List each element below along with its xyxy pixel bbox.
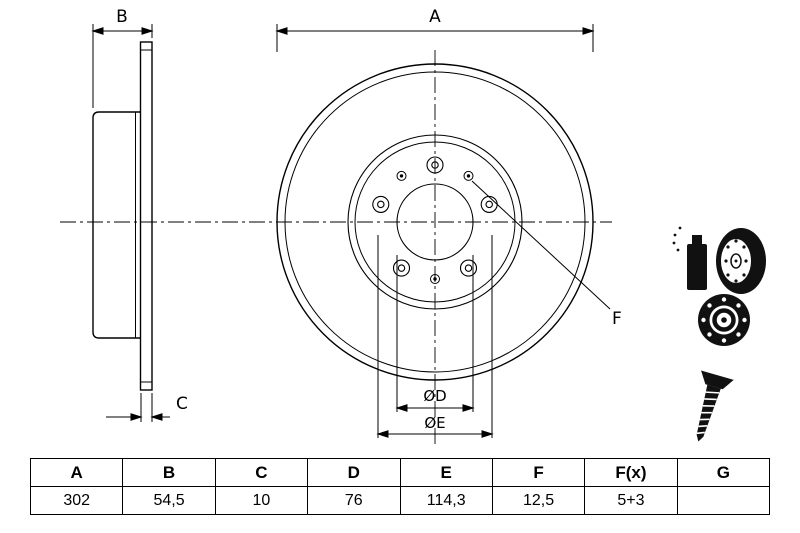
col-fx-header: F(x) bbox=[584, 458, 678, 487]
col-g-header: G bbox=[676, 458, 771, 487]
label-diameter-d: ØD bbox=[423, 387, 446, 405]
col-a-header: A bbox=[29, 458, 124, 487]
col-a-value: 302 bbox=[29, 486, 124, 515]
table-header-row: A B C D E F F(x) G bbox=[29, 458, 771, 487]
dimension-a: A bbox=[275, 7, 595, 52]
disc-side-view bbox=[92, 41, 153, 391]
label-diameter-e: ØE bbox=[424, 414, 445, 432]
label-c: C bbox=[176, 394, 188, 414]
col-c-value: 10 bbox=[214, 486, 309, 515]
col-f-header: F bbox=[491, 458, 586, 487]
table-value-row: 302 54,5 10 76 114,3 12,5 5+3 bbox=[29, 486, 771, 515]
brake-disc-side-icon bbox=[716, 228, 766, 294]
dimension-table: A B C D E F F(x) G 302 54,5 10 76 114,3 … bbox=[29, 458, 771, 515]
col-e-header: E bbox=[399, 458, 493, 487]
countersunk-screw-icon bbox=[696, 370, 734, 442]
col-g-value bbox=[676, 486, 771, 515]
dimension-diameter-e: ØE bbox=[376, 235, 494, 438]
label-f: F bbox=[612, 309, 622, 329]
dimension-c: C bbox=[106, 393, 188, 422]
col-e-value: 114,3 bbox=[399, 486, 493, 515]
dimension-diameter-d: ØD bbox=[395, 255, 475, 412]
callout-f: F bbox=[471, 180, 622, 329]
dimension-b: B bbox=[91, 7, 154, 108]
col-b-header: B bbox=[122, 458, 216, 487]
disc-front-view bbox=[276, 63, 594, 381]
col-b-value: 54,5 bbox=[122, 486, 216, 515]
spray-can-icon bbox=[672, 226, 707, 290]
col-f-value: 12,5 bbox=[491, 486, 586, 515]
technical-drawing: A B C ØD ØE F bbox=[60, 7, 766, 448]
locating-holes bbox=[396, 170, 474, 284]
col-d-value: 76 bbox=[307, 486, 401, 515]
col-fx-value: 5+3 bbox=[584, 486, 678, 515]
brake-disc-front-icon bbox=[698, 294, 750, 346]
col-c-header: C bbox=[214, 458, 309, 487]
col-d-header: D bbox=[307, 458, 401, 487]
label-a: A bbox=[429, 7, 441, 27]
label-b: B bbox=[116, 7, 128, 27]
